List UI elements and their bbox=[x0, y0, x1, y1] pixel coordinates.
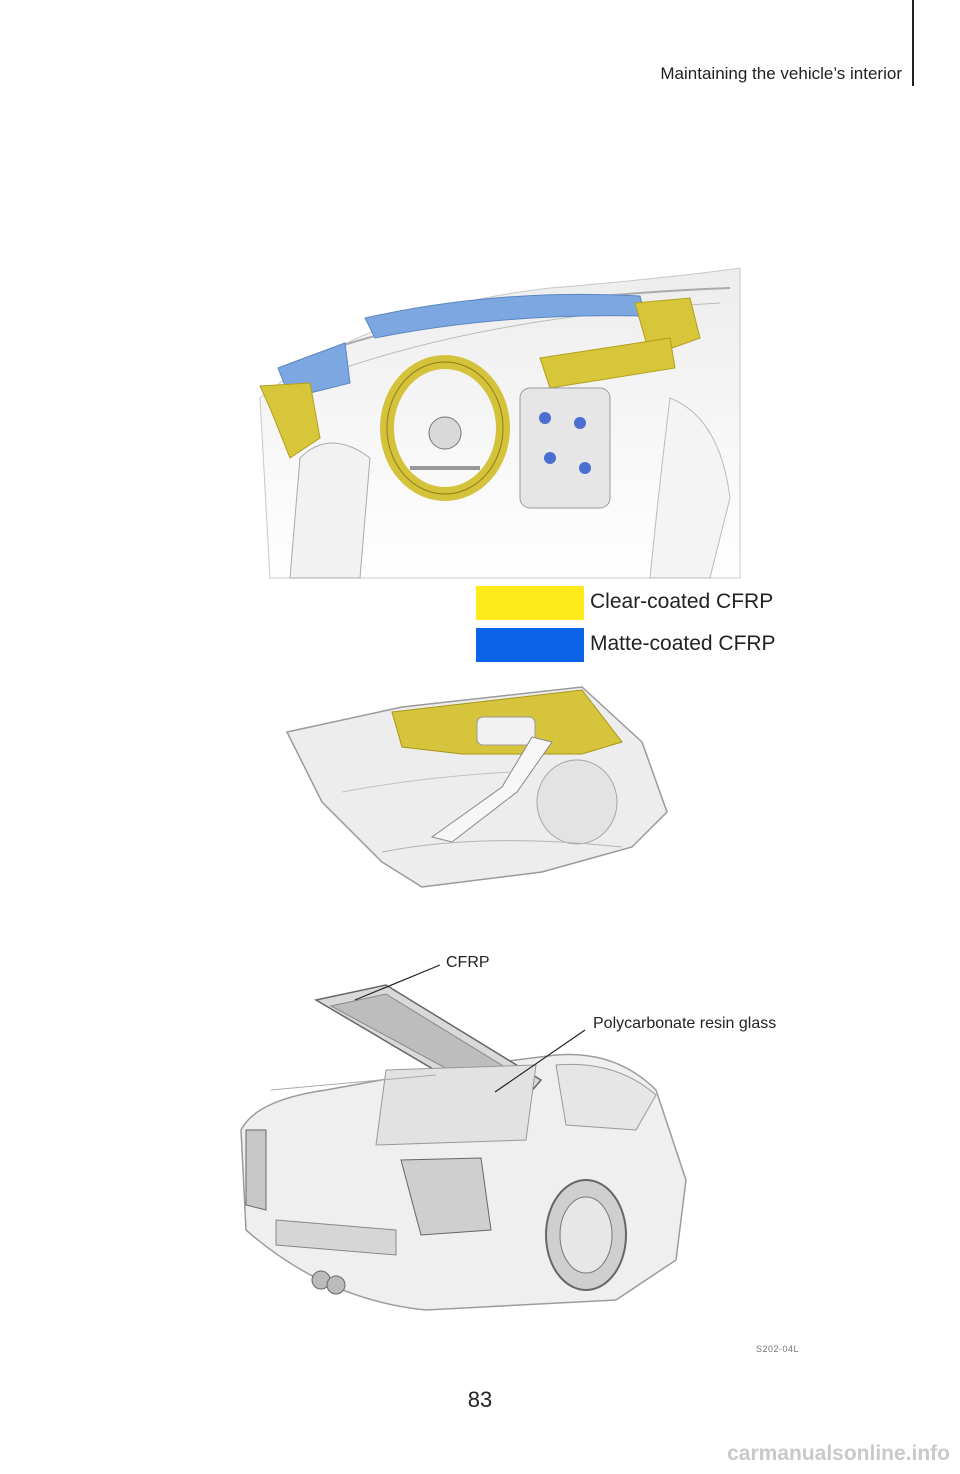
cfrp-callout: CFRP bbox=[446, 954, 490, 971]
dashboard-illustration bbox=[259, 267, 741, 579]
page-number: 83 bbox=[467, 1387, 493, 1412]
polycarbonate-callout: Polycarbonate resin glass bbox=[593, 1015, 777, 1032]
clear-coated-swatch bbox=[476, 586, 584, 620]
watermark: carmanualsonline.info bbox=[727, 1442, 950, 1465]
matte-coated-label: Matte-coated CFRP bbox=[590, 632, 776, 655]
figure-code: S202-04L bbox=[756, 1344, 800, 1354]
header-rule bbox=[912, 0, 914, 86]
clear-coated-label: Clear-coated CFRP bbox=[590, 590, 774, 613]
door-panel-illustration bbox=[285, 686, 668, 888]
section-title: Maintaining the vehicle’s interior bbox=[660, 64, 902, 83]
clear-coated-area bbox=[259, 382, 321, 459]
rear-car-illustration bbox=[240, 984, 687, 1311]
matte-coated-swatch bbox=[476, 628, 584, 662]
clear-coated-area bbox=[539, 337, 676, 389]
